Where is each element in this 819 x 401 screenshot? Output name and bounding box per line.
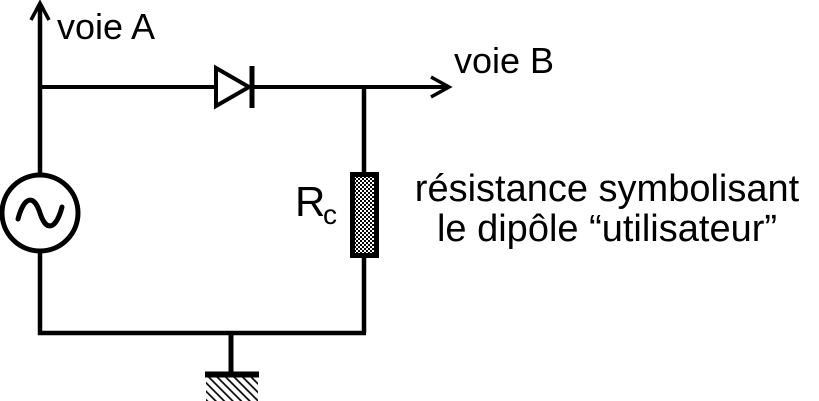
voie-a-arrow xyxy=(29,0,51,21)
ground-hatch xyxy=(206,377,258,401)
resistor-label-subscript: c xyxy=(323,199,337,230)
wire-left-and-bottom xyxy=(37,4,366,336)
voie-a-label: voie A xyxy=(57,6,155,47)
annotation-line-1: résistance symbolisant xyxy=(415,168,800,210)
ground-icon xyxy=(205,333,259,401)
arrow-right-icon xyxy=(430,75,453,99)
sine-wave-icon xyxy=(15,197,65,229)
diode-icon xyxy=(214,64,255,110)
voie-b-arrow xyxy=(430,75,453,99)
ac-source-icon xyxy=(0,172,81,254)
annotation-line-2: le dipôle “utilisateur” xyxy=(437,208,777,250)
diode-triangle xyxy=(214,64,254,110)
wires xyxy=(37,4,446,336)
resistor-body xyxy=(350,172,379,258)
resistor-icon xyxy=(350,172,379,258)
voie-b-label: voie B xyxy=(454,40,554,81)
resistor-label: R xyxy=(295,178,325,225)
arrow-up-icon xyxy=(29,0,51,21)
